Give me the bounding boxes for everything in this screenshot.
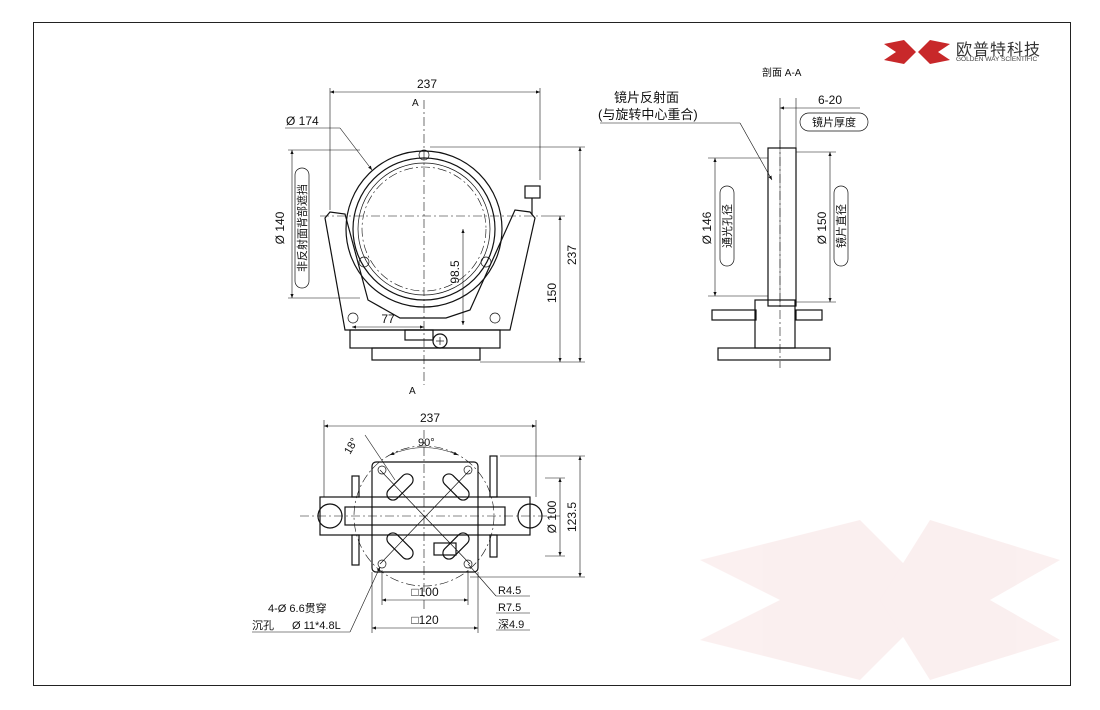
watermark-logo (700, 520, 1060, 680)
dim-angle-90: 90° (418, 437, 435, 449)
label-thickness: 镜片厚度 (812, 115, 856, 129)
top-view: 237 90° 18° 123.5 Ø 100 □100 □120 R4.5 R… (252, 411, 585, 633)
label-mirror: 镜片直径 (834, 204, 848, 248)
dim-axis-height: 150 (545, 283, 559, 303)
label-reflective-surface: 镜片反射面 (614, 90, 679, 105)
dim-front-height: 237 (565, 245, 579, 265)
dim-holes: 4-Ø 6.6贯穿 (268, 601, 327, 615)
golden-way-logo-icon (884, 40, 950, 64)
section-view: 剖面 A-A 镜片反射面 (与旋转中心重合) 6-20 镜片厚度 Ø 146 通… (598, 66, 869, 368)
dim-height-1235: 123.5 (565, 502, 579, 532)
label-counterbore: 沉孔 (252, 619, 274, 632)
dim-angle-18: 18° (342, 436, 361, 456)
company-name-en: GOLDEN WAY SCIENTIFIC (956, 56, 1038, 63)
section-title: 剖面 A-A (762, 66, 802, 79)
label-aperture: 通光孔径 (720, 204, 734, 248)
front-view: 237 Ø 174 Ø 140 非反射面背部遮挡 237 150 98.5 77… (273, 77, 585, 397)
dim-r45: R4.5 (498, 585, 521, 597)
dim-square-100: □100 (411, 585, 439, 599)
section-mark-top: A (412, 98, 419, 109)
dim-counterbore: Ø 11*4.8L (292, 620, 341, 632)
company-name-cn: 欧普特科技 (956, 40, 1042, 59)
dim-depth: 深4.9 (498, 618, 524, 631)
section-mark-bottom: A (409, 386, 416, 397)
dim-aperture-dia: Ø 146 (700, 211, 714, 244)
dim-mirror-dia: Ø 150 (815, 211, 829, 244)
dim-square-120: □120 (411, 613, 439, 627)
company-logo: 欧普特科技 GOLDEN WAY SCIENTIFIC (882, 34, 1072, 70)
dim-offset-y: 98.5 (448, 260, 462, 284)
dim-thickness-range: 6-20 (818, 93, 842, 107)
drawing-frame (33, 22, 1071, 686)
dim-top-width: 237 (420, 411, 440, 425)
dim-clear-aperture: Ø 140 (273, 211, 287, 244)
label-reflective-note: (与旋转中心重合) (598, 107, 698, 122)
label-non-reflective: 非反射面背部遮挡 (295, 184, 309, 272)
dim-offset-x: 77 (381, 312, 395, 326)
dim-r75: R7.5 (498, 602, 521, 614)
dim-ring-diameter: Ø 174 (286, 114, 319, 128)
dim-dia-100: Ø 100 (545, 500, 559, 533)
dim-front-width: 237 (417, 77, 437, 91)
